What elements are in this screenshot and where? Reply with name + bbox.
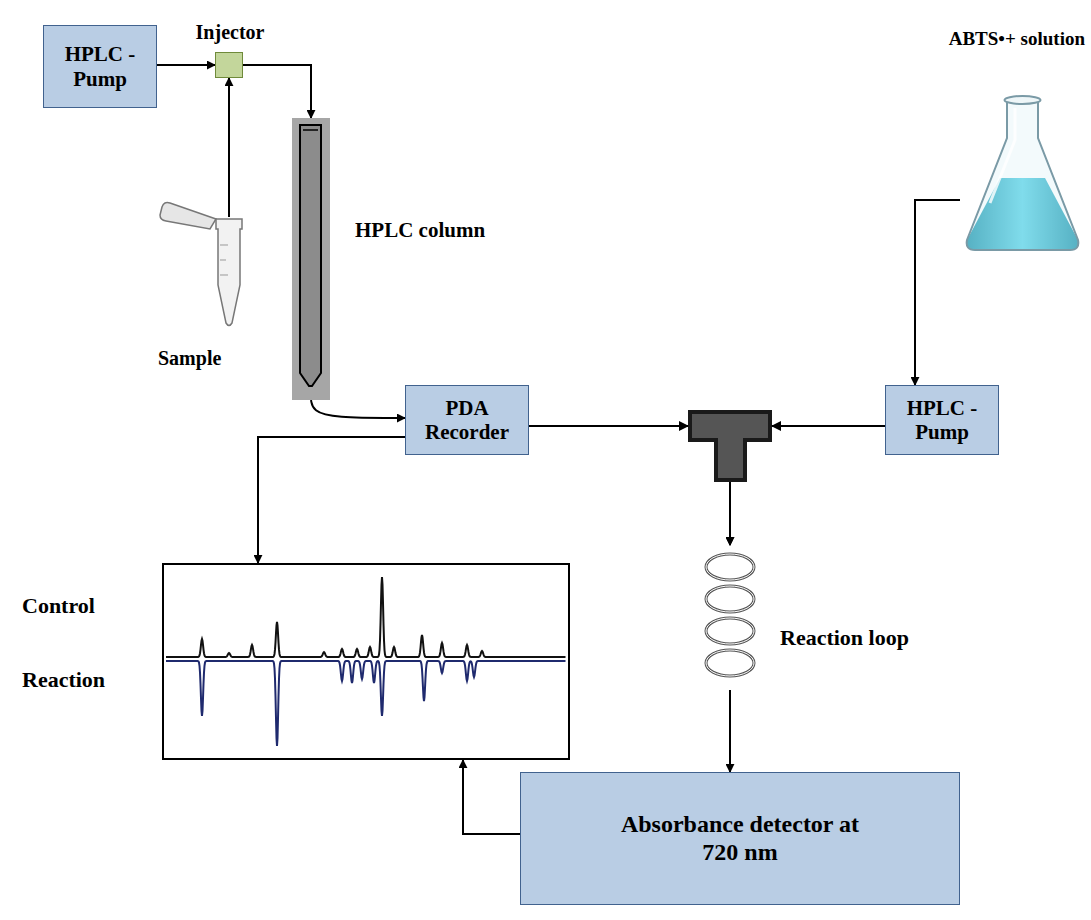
flow-arrow xyxy=(311,400,405,418)
box-label: HPLC -Pump xyxy=(886,396,998,444)
sample-tube: Sample xyxy=(150,195,250,375)
injector-box: Injector xyxy=(215,52,243,78)
flask-outline xyxy=(967,100,1079,250)
flow-arrow xyxy=(729,690,731,772)
box-label: HPLC -Pump xyxy=(44,42,156,90)
coil-winding xyxy=(706,554,754,580)
flow-arrow xyxy=(730,426,885,545)
flow-arrow xyxy=(228,78,230,217)
coil-winding xyxy=(706,618,754,644)
part-label: Injector xyxy=(180,21,280,44)
part-label: Sample xyxy=(158,347,221,370)
flask-drawing xyxy=(960,28,1085,258)
flask-rim xyxy=(1005,96,1041,104)
flow-arrow xyxy=(157,64,215,66)
column-housing xyxy=(292,118,330,400)
part-label: Reaction loop xyxy=(780,625,909,650)
flow-arrow xyxy=(258,437,405,563)
coil-winding xyxy=(706,554,754,580)
tube-cap xyxy=(160,203,216,230)
coil-winding xyxy=(706,586,754,612)
detector-box: Absorbance detector at 720 nm xyxy=(520,772,960,905)
arrowhead xyxy=(771,421,781,431)
tube-graduation xyxy=(220,245,228,275)
reaction-trace xyxy=(166,661,566,746)
coil-winding xyxy=(706,650,754,676)
flow-arrow xyxy=(243,65,311,118)
recorder-box: PDA Recorder xyxy=(405,385,529,455)
column-inner xyxy=(303,129,318,131)
pump-box: HPLC -Pump xyxy=(43,25,157,108)
chromatogram: ControlReaction xyxy=(162,563,570,760)
chromatogram-plot xyxy=(164,565,568,758)
box-label: Absorbance detector at 720 nm xyxy=(610,811,870,866)
tube-body xyxy=(216,219,242,326)
coil-winding xyxy=(706,586,754,612)
control-trace xyxy=(166,577,566,657)
part-label: HPLC column xyxy=(355,218,485,242)
flow-arrow xyxy=(915,200,960,385)
arrowhead xyxy=(679,421,689,431)
flask-shine xyxy=(990,108,1015,203)
part-label: ABTS•+ solution xyxy=(949,28,1085,50)
column-body xyxy=(300,125,321,386)
reaction-coil: Reaction loop xyxy=(700,545,760,690)
coil-drawing xyxy=(700,545,760,690)
part-label: Reaction xyxy=(22,667,105,692)
flow-arrow xyxy=(529,426,730,545)
flow-arrow xyxy=(463,760,520,834)
box-label: PDA Recorder xyxy=(406,396,528,444)
part-label: Control xyxy=(22,593,95,618)
pump-box: HPLC -Pump xyxy=(885,385,999,455)
tee-junction xyxy=(690,412,770,480)
reagent-flask: ABTS•+ solution xyxy=(960,28,1085,258)
coil-winding xyxy=(706,618,754,644)
coil-winding xyxy=(706,650,754,676)
hplc-column: HPLC column xyxy=(292,118,330,400)
column-drawing xyxy=(292,118,330,400)
